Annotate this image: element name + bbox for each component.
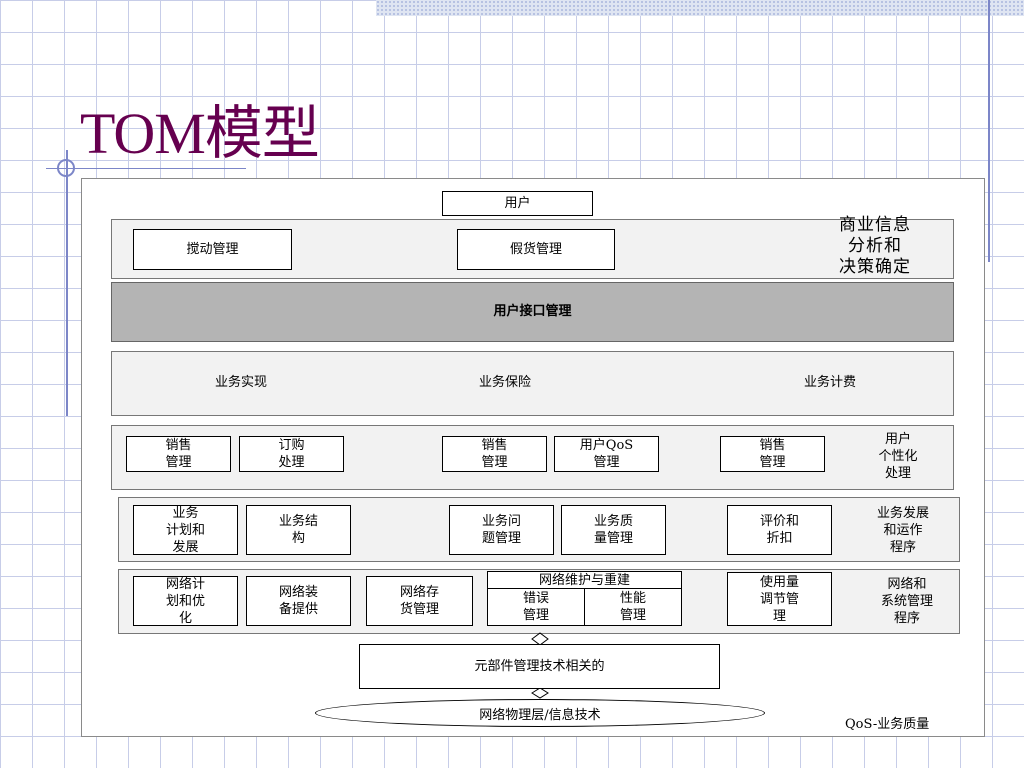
element-management-box: 元部件管理技术相关的 [359,644,720,689]
network-inventory-box: 网络存 货管理 [366,576,473,626]
order-handling-box: 订购 处理 [239,436,344,472]
left-vertical-rule [66,150,68,416]
churn-management-box: 搅动管理 [133,229,292,270]
business-info-label: 商业信息 分析和 决策确定 [839,215,911,277]
network-maintenance-header: 网络维护与重建 [487,571,682,589]
business-process-row [111,351,954,416]
fault-management-box: 错误 管理 [487,588,585,626]
slide-title: TOM模型 [80,101,320,166]
user-interface-label: 用户接口管理 [493,304,572,319]
rating-discount-box: 评价和 折扣 [727,505,832,555]
service-fulfillment-label: 业务实现 [214,375,267,390]
service-configuration-box: 业务结 构 [246,505,351,555]
sales-management-box-2: 销售 管理 [442,436,547,472]
usage-data-box: 使用量 调节管 理 [727,572,832,626]
service-assurance-label: 业务保险 [478,375,531,390]
network-planning-box: 网络计 划和优 化 [133,576,238,626]
user-qos-management-box: 用户QoS 管理 [554,436,659,472]
title-underline-rule [46,168,246,169]
service-development-label: 业务发展 和运作 程序 [876,506,929,555]
circle-ornament [57,159,75,177]
sales-management-box-1: 销售 管理 [126,436,231,472]
service-quality-box: 业务质 量管理 [561,505,666,555]
network-systems-label: 网络和 系统管理 程序 [880,577,933,626]
fraud-management-box: 假货管理 [457,229,615,270]
right-vertical-rule [988,0,990,262]
qos-footnote: QoS-业务质量 [845,717,930,732]
service-problem-box: 业务问 题管理 [449,505,554,555]
performance-management-box: 性能 管理 [584,588,682,626]
sales-management-box-3: 销售 管理 [720,436,825,472]
user-interface-layer [111,282,954,342]
header-decor-band [376,0,1024,16]
service-planning-box: 业务 计划和 发展 [133,505,238,555]
user-box: 用户 [442,191,593,216]
customer-personalization-label: 用户 个性化 处理 [878,432,918,481]
service-billing-label: 业务计费 [803,375,856,390]
network-provisioning-box: 网络装 备提供 [246,576,351,626]
physical-layer-ellipse: 网络物理层/信息技术 [315,699,765,727]
